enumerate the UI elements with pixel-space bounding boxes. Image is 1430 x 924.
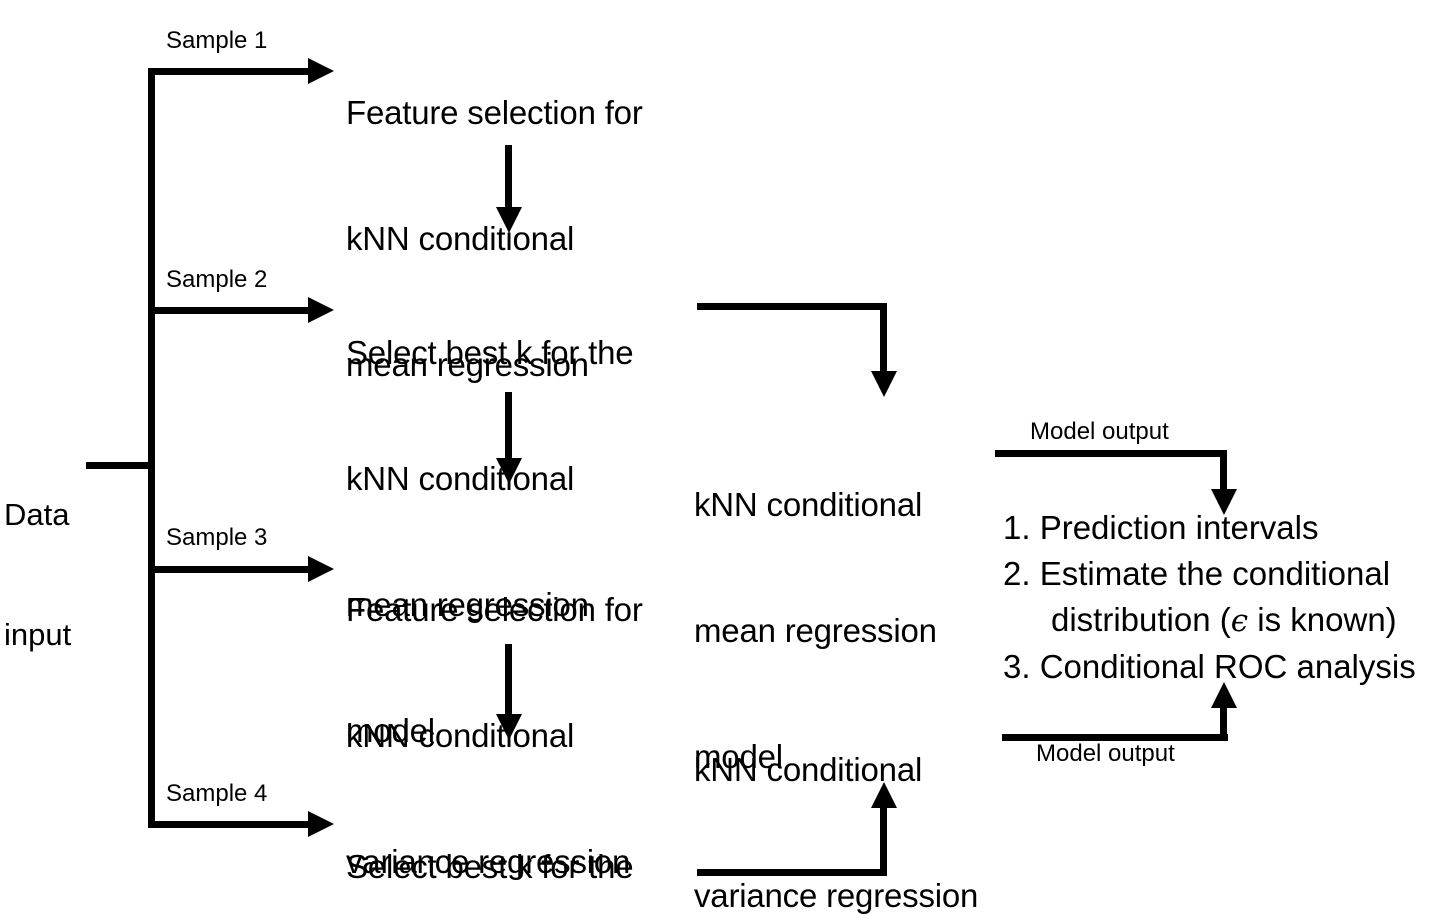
data-input-label: Data input: [4, 415, 71, 735]
output-list-item-3-text: Conditional ROC analysis: [1039, 648, 1416, 685]
output-list-item-2-text-c: is known): [1248, 601, 1397, 638]
model-variance-regression: kNN conditional variance regression mode…: [694, 665, 1006, 924]
step-feature-selection-mean-line3: mean regression: [346, 346, 589, 383]
model-output-bottom-horizontal-line: [1002, 734, 1228, 741]
model-mean-regression-line2: mean regression: [694, 612, 937, 649]
sample1-branch-line: [148, 68, 312, 75]
output-list-item-1-text: Prediction intervals: [1039, 509, 1319, 546]
sample3-arrowhead-icon: [308, 556, 334, 582]
output-list-item-1: 1. Prediction intervals: [1003, 505, 1430, 551]
model-variance-regression-line1: kNN conditional: [694, 751, 923, 788]
model-output-bottom-arrowhead-icon: [1211, 682, 1237, 708]
sample4-label: Sample 4: [166, 780, 268, 807]
step-feature-selection-variance-line1: Feature selection for: [346, 591, 643, 628]
mean-model-inbound-arrowhead-icon: [871, 371, 897, 397]
data-input-label-line1: Data: [4, 497, 70, 532]
model-output-bottom-vertical-line: [1220, 700, 1227, 738]
input-stub-line: [86, 462, 154, 469]
mean-to-variance-connector-arrowhead-icon: [496, 458, 522, 484]
mean-step-connector-arrowhead-icon: [496, 207, 522, 233]
output-list-item-2-number: 2.: [1003, 555, 1031, 592]
step-select-k-mean-line4: model: [346, 712, 435, 749]
mean-model-inbound-vertical-line: [880, 303, 887, 379]
sample4-branch-line: [148, 821, 312, 828]
model-output-top-arrowhead-icon: [1211, 489, 1237, 515]
output-list-item-2-text-a: Estimate the conditional: [1039, 555, 1391, 592]
sample2-label: Sample 2: [166, 266, 268, 293]
model-output-top-label: Model output: [1030, 418, 1169, 445]
variance-step-connector-arrowhead-icon: [496, 714, 522, 740]
model-output-top-horizontal-line: [995, 450, 1227, 457]
sample3-label: Sample 3: [166, 524, 268, 551]
model-mean-regression-line1: kNN conditional: [694, 486, 923, 523]
sample3-branch-line: [148, 566, 312, 573]
output-list-item-2-text-b: distribution (: [1051, 601, 1231, 638]
mean-step-connector-line: [505, 145, 512, 217]
model-variance-regression-line2: variance regression: [694, 877, 979, 914]
variance-step-connector-line: [505, 644, 512, 724]
step-select-k-mean: Select best k for the kNN conditional me…: [346, 248, 686, 836]
data-input-label-line2: input: [4, 617, 72, 652]
step-feature-selection-variance-line3: variance regression: [346, 843, 631, 880]
model-mean-regression-line3: model: [694, 738, 783, 775]
trunk-vertical-line: [148, 68, 155, 828]
epsilon-symbol: ϵ: [1230, 603, 1249, 639]
step-select-k-variance-line1: Select best k for the: [346, 848, 634, 885]
mean-to-variance-connector-line: [505, 392, 512, 468]
output-list-item-2: 2. Estimate the conditional distribution…: [1003, 551, 1430, 644]
model-output-top-vertical-line: [1220, 450, 1227, 498]
variance-model-inbound-vertical-line: [880, 800, 887, 876]
step-feature-selection-mean-line1: Feature selection for: [346, 94, 643, 131]
sample2-arrowhead-icon: [308, 297, 334, 323]
variance-model-inbound-arrowhead-icon: [871, 782, 897, 808]
sample1-arrowhead-icon: [308, 58, 334, 84]
step-select-k-mean-line1: Select best k for the: [346, 334, 634, 371]
output-list-item-3: 3. Conditional ROC analysis: [1003, 644, 1430, 690]
model-output-list: 1. Prediction intervals 2. Estimate the …: [1003, 505, 1430, 690]
step-select-k-variance: Select best k for the kNN conditional va…: [346, 762, 696, 924]
step-select-k-mean-line3: mean regression: [346, 586, 589, 623]
step-feature-selection-mean: Feature selection for kNN conditional me…: [346, 8, 686, 470]
output-list-item-3-number: 3.: [1003, 648, 1031, 685]
model-mean-regression: kNN conditional mean regression model: [694, 400, 984, 862]
sample2-branch-line: [148, 307, 312, 314]
mean-model-inbound-horizontal-line: [697, 303, 887, 310]
sample1-label: Sample 1: [166, 27, 268, 54]
model-output-bottom-label: Model output: [1036, 740, 1175, 767]
sample4-arrowhead-icon: [308, 811, 334, 837]
variance-model-inbound-horizontal-line: [697, 869, 887, 876]
output-list-item-1-number: 1.: [1003, 509, 1031, 546]
